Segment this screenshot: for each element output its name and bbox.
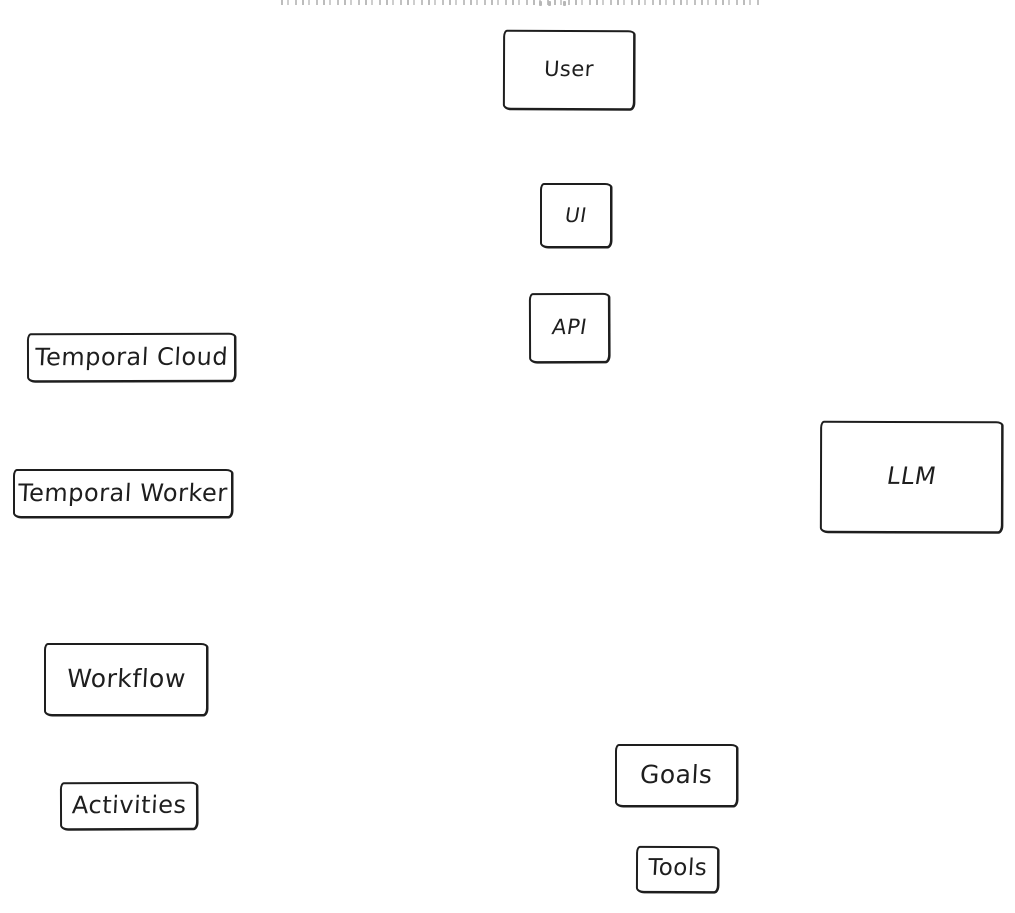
node-activities[interactable]: Activities: [59, 781, 199, 831]
node-workflow[interactable]: Workflow: [44, 643, 208, 716]
node-llm[interactable]: LLM: [819, 420, 1004, 534]
node-temporal-worker-label: Temporal Worker: [17, 478, 229, 507]
node-api[interactable]: API: [528, 292, 611, 364]
node-temporal-worker[interactable]: Temporal Worker: [13, 469, 233, 518]
node-activities-label: Activities: [71, 790, 187, 820]
node-temporal-cloud[interactable]: Temporal Cloud: [26, 332, 237, 383]
node-workflow-label: Workflow: [65, 664, 187, 693]
clipped-text-descender: [548, 1, 551, 6]
node-user-label: User: [543, 56, 595, 81]
node-user[interactable]: User: [502, 29, 636, 111]
node-goals[interactable]: Goals: [615, 744, 738, 807]
node-goals-label: Goals: [639, 760, 714, 789]
node-llm-label: LLM: [884, 461, 939, 491]
node-ui[interactable]: UI: [540, 183, 612, 248]
node-tools-label: Tools: [647, 854, 708, 882]
node-ui-label: UI: [563, 202, 589, 227]
clipped-text-fragment: [281, 0, 761, 6]
node-temporal-cloud-label: Temporal Cloud: [34, 342, 229, 371]
node-api-label: API: [550, 314, 589, 339]
clipped-text-descender: [539, 1, 542, 6]
clipped-text-descender: [563, 1, 566, 6]
node-tools[interactable]: Tools: [635, 845, 720, 894]
